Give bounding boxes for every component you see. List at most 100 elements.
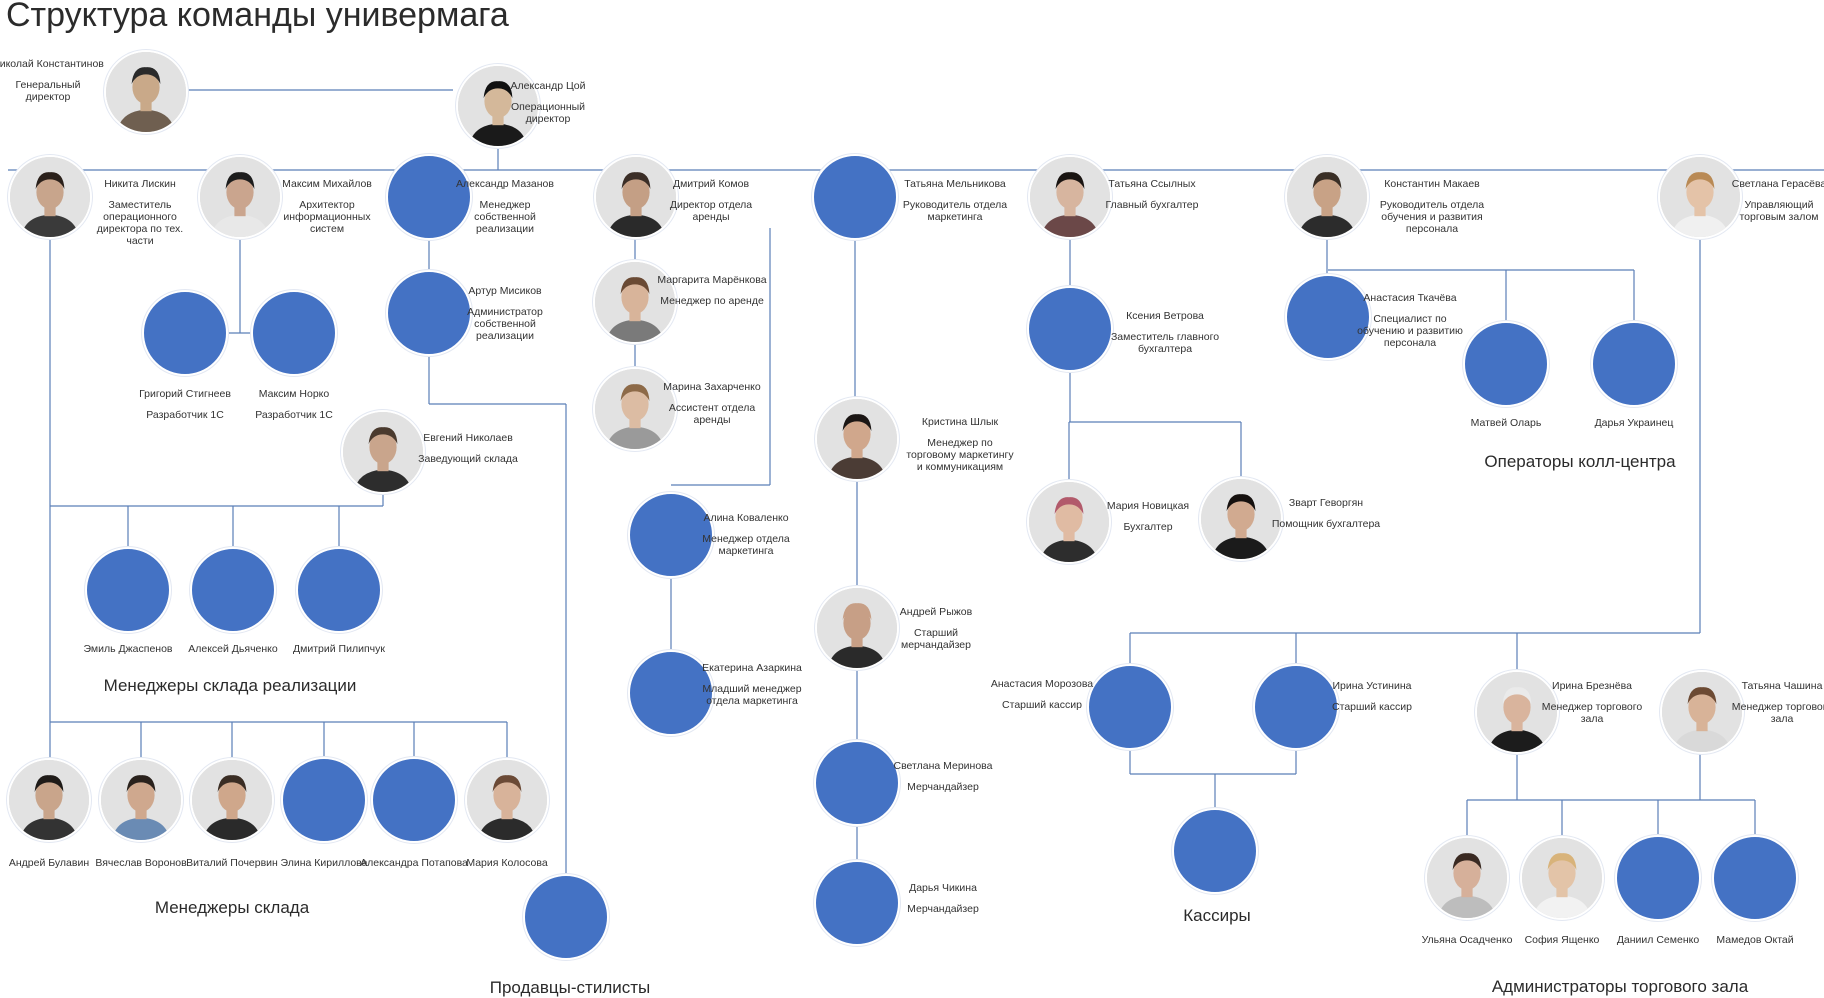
bulavin-photo [7, 758, 91, 842]
dyachenko-label: Алексей Дьяченко [178, 643, 288, 655]
konstantinov-name: Николай Константинов [0, 58, 104, 70]
azarkina-avatar [628, 650, 714, 736]
pochervin-photo [190, 758, 274, 842]
voronov-photo [99, 758, 183, 842]
merinova-name: Светлана Меринова [893, 760, 993, 772]
liskin-role: Заместитель операционного директора по т… [96, 199, 184, 247]
mazanov-name: Александр Мазанов [456, 178, 554, 190]
nikolaev-photo [341, 410, 425, 494]
novitskaya-role: Бухгалтер [1123, 521, 1173, 533]
shlyk-role: Менеджер по торговому маркетингу и комму… [906, 437, 1014, 473]
g-sklad-label: Менеджеры склада [154, 898, 310, 917]
norko-name: Максим Норко [258, 388, 330, 400]
bulavin-name: Андрей Булавин [8, 857, 90, 869]
oktay-avatar [1712, 835, 1798, 921]
liskin-name: Никита Лискин [104, 178, 176, 190]
oktay-name: Мамедов Октай [1716, 934, 1794, 946]
nikolaev-role: Заведующий склада [418, 453, 518, 465]
maryonkova-photo [593, 260, 677, 344]
g-sklad-real-label: Менеджеры склада реализации [103, 676, 357, 695]
merinova-role: Мерчандайзер [907, 781, 979, 793]
morozova-name: Анастасия Морозова [990, 678, 1094, 690]
gevorgyan-photo [1199, 477, 1283, 561]
vetrova-name: Ксения Ветрова [1126, 310, 1204, 322]
vetrova-role: Заместитель главного бухгалтера [1110, 331, 1220, 355]
pilipchuk-label: Дмитрий Пилипчук [284, 643, 394, 655]
semenko-avatar [1615, 835, 1701, 921]
portrait-icon [10, 157, 90, 237]
tkacheva-name: Анастасия Ткачёва [1363, 292, 1457, 304]
merinova-avatar [814, 740, 900, 826]
melnikova-name: Татьяна Мельникова [904, 178, 1006, 190]
portrait-icon [1477, 672, 1557, 752]
osadchenko-photo [1425, 836, 1509, 920]
portrait-icon [1522, 838, 1602, 918]
page-title: Структура команды универмага [6, 0, 509, 34]
portrait-icon [1030, 157, 1110, 237]
misikov-avatar [386, 270, 472, 356]
gevorgyan-name: Зварт Геворгян [1288, 497, 1364, 509]
portrait-icon [343, 412, 423, 492]
ssylnykh-photo [1028, 155, 1112, 239]
portrait-icon [1201, 479, 1281, 559]
tsoy-role: Операционный директор [510, 101, 586, 125]
ustinina-name: Ирина Устинина [1332, 680, 1412, 692]
bulavin-label: Андрей Булавин [0, 857, 104, 869]
voronov-name: Вячеслав Воронов [95, 857, 187, 869]
novitskaya-photo [1027, 480, 1111, 564]
dzhaspenov-label: Эмиль Джаспенов [73, 643, 183, 655]
pochervin-name: Виталий Почервин [186, 857, 278, 869]
konstantinov-photo [104, 50, 188, 134]
ukhranets-name: Дарья Украинец [1594, 417, 1674, 429]
portrait-icon [200, 157, 280, 237]
kolosova-label: Мария Колосова [452, 857, 562, 869]
ustinina-role: Старший кассир [1332, 701, 1412, 713]
portrait-icon [817, 399, 897, 479]
olar-label: Матвей Оларь [1451, 417, 1561, 429]
g-stylists-label: Продавцы-стилисты [489, 978, 651, 997]
komov-name: Дмитрий Комов [672, 178, 750, 190]
shlyk-name: Кристина Шлык [921, 416, 999, 428]
portrait-icon [106, 52, 186, 132]
kovalenko-name: Алина Коваленко [703, 512, 789, 524]
portrait-icon [9, 760, 89, 840]
tkacheva-role: Специалист по обучению и развитию персон… [1357, 313, 1463, 349]
tkacheva-avatar [1285, 274, 1371, 360]
morozova-role: Старший кассир [1002, 699, 1082, 711]
pilipchuk-avatar [296, 547, 382, 633]
melnikova-role: Руководитель отдела маркетинга [902, 199, 1008, 223]
ryzhov-role: Старший мерчандайзер [901, 627, 971, 651]
portrait-icon [1660, 157, 1740, 237]
dyachenko-avatar [190, 547, 276, 633]
ryzhov-photo [815, 586, 899, 670]
maryonkova-role: Менеджер по аренде [660, 295, 764, 307]
azarkina-role: Младший менеджер отдела маркетинга [702, 683, 802, 707]
breznyova-role: Менеджер торгового зала [1541, 701, 1643, 725]
azarkina-name: Екатерина Азаркина [702, 662, 802, 674]
maryonkova-name: Маргарита Марёнкова [657, 274, 767, 286]
voronov-label: Вячеслав Воронов [86, 857, 196, 869]
nikolaev-name: Евгений Николаев [423, 432, 513, 444]
chashina-role: Менеджер торгового зала [1731, 701, 1824, 725]
mazanov-role: Менеджер собственной реализации [474, 199, 536, 235]
liskin-photo [8, 155, 92, 239]
geraseva-role: Управляющий торговым залом [1739, 199, 1819, 223]
portrait-icon [1427, 838, 1507, 918]
makaev-role: Руководитель отдела обучения и развития … [1379, 199, 1485, 235]
geraseva-name: Светлана Герасёва [1731, 178, 1824, 190]
semenko-label: Даниил Семенко [1603, 934, 1713, 946]
geraseva-photo [1658, 155, 1742, 239]
chashina-name: Татьяна Чашина [1741, 680, 1823, 692]
